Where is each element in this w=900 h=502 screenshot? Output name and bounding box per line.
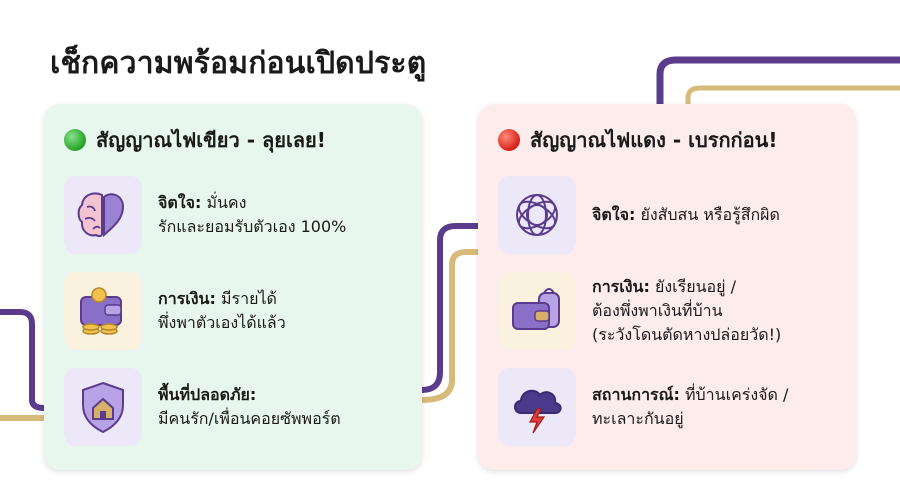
page-title: เช็กความพร้อมก่อนเปิดประตู [50, 46, 427, 81]
red-item-situation-line1: ที่บ้านเคร่งจัด / [679, 385, 789, 404]
red-item-mind: จิตใจ: ยังสับสน หรือรู้สึกผิด [498, 176, 780, 254]
shield-home-icon [64, 368, 142, 446]
red-heading-text: สัญญาณไฟแดง - เบรกก่อน! [530, 128, 778, 152]
green-card-heading: สัญญาณไฟเขียว - ลุยเลย! [64, 124, 326, 156]
red-item-situation: สถานการณ์: ที่บ้านเคร่งจัด / ทะเลาะกันอย… [498, 368, 788, 446]
tangled-scribble-icon [498, 176, 576, 254]
red-item-finance: การเงิน: ยังเรียนอยู่ / ต้องพึ่งพาเงินที… [498, 272, 781, 350]
green-item-safe-space: พื้นที่ปลอดภัย: มีคนรัก/เพื่อนคอยซัพพอร์… [64, 368, 341, 446]
red-item-finance-text: การเงิน: ยังเรียนอยู่ / ต้องพึ่งพาเงินที… [592, 275, 781, 347]
green-item-finance-line1: มีรายได้ [215, 289, 277, 308]
wallet-backpack-icon [498, 272, 576, 350]
red-light-card: สัญญาณไฟแดง - เบรกก่อน! จิตใจ: ยังสับสน … [478, 104, 856, 470]
red-item-mind-text: จิตใจ: ยังสับสน หรือรู้สึกผิด [592, 203, 780, 227]
red-card-heading: สัญญาณไฟแดง - เบรกก่อน! [498, 124, 777, 156]
green-item-safe-space-text: พื้นที่ปลอดภัย: มีคนรัก/เพื่อนคอยซัพพอร์… [158, 383, 341, 431]
green-item-mind-line1: มั่นคง [201, 193, 247, 212]
storm-cloud-icon [498, 368, 576, 446]
green-light-card: สัญญาณไฟเขียว - ลุยเลย! จิตใจ: มั่นคง รั… [44, 104, 422, 470]
green-item-finance-line2: พึ่งพาตัวเองได้แล้ว [158, 313, 286, 332]
green-heading-text: สัญญาณไฟเขียว - ลุยเลย! [96, 128, 326, 152]
green-item-finance: การเงิน: มีรายได้ พึ่งพาตัวเองได้แล้ว [64, 272, 286, 350]
red-item-situation-label: สถานการณ์: [592, 385, 680, 404]
red-item-situation-line2: ทะเลาะกันอยู่ [592, 409, 684, 428]
green-item-safe-space-label: พื้นที่ปลอดภัย: [158, 385, 257, 404]
wallet-coins-icon [64, 272, 142, 350]
red-item-finance-line2: ต้องพึ่งพาเงินที่บ้าน [592, 301, 723, 320]
green-item-mind-line2: รักและยอมรับตัวเอง 100% [158, 217, 347, 236]
green-item-mind: จิตใจ: มั่นคง รักและยอมรับตัวเอง 100% [64, 176, 346, 254]
green-item-finance-label: การเงิน: [158, 289, 216, 308]
green-item-finance-text: การเงิน: มีรายได้ พึ่งพาตัวเองได้แล้ว [158, 287, 286, 335]
red-item-mind-line1: ยังสับสน หรือรู้สึกผิด [635, 205, 780, 224]
green-item-mind-text: จิตใจ: มั่นคง รักและยอมรับตัวเอง 100% [158, 191, 346, 239]
red-item-finance-line1: ยังเรียนอยู่ / [649, 277, 736, 296]
brain-heart-icon [64, 176, 142, 254]
green-circle-icon [64, 129, 86, 151]
green-item-safe-space-line2: มีคนรัก/เพื่อนคอยซัพพอร์ต [158, 409, 341, 428]
red-item-mind-label: จิตใจ: [592, 205, 636, 224]
green-item-mind-label: จิตใจ: [158, 193, 202, 212]
red-item-finance-line3: (ระวังโดนตัดหางปล่อยวัด!) [592, 325, 782, 344]
red-circle-icon [498, 129, 520, 151]
red-item-finance-label: การเงิน: [592, 277, 650, 296]
red-item-situation-text: สถานการณ์: ที่บ้านเคร่งจัด / ทะเลาะกันอย… [592, 383, 788, 431]
